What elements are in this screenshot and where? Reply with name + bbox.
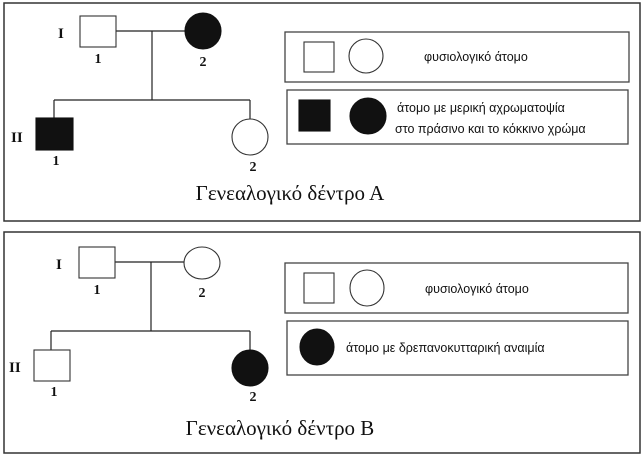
legend-normal-label: φυσιολογικό άτομο [425, 282, 529, 296]
generation-label-ii: II [11, 130, 23, 146]
individual-number: 2 [199, 286, 206, 301]
pedigree-tree-a: I II 1 2 1 2 Γενεαλογικό δέντρο Α φυσιολ… [3, 2, 641, 222]
individual-number: 1 [94, 283, 101, 298]
legend-affected-box [286, 320, 629, 376]
legend-circle-normal-icon [349, 269, 385, 307]
individual-number: 2 [200, 55, 207, 70]
individual-number: 2 [250, 160, 257, 175]
legend-affected-box [286, 89, 629, 145]
legend-circle-normal-icon [348, 38, 384, 74]
individual-b-i2-female-normal [183, 246, 221, 280]
generation-label-i: I [58, 26, 64, 42]
individual-b-ii1-male-normal [33, 349, 71, 382]
tree-b-title: Γενεαλογικό δέντρο Β [186, 416, 375, 440]
individual-b-ii2-female-affected [231, 349, 269, 387]
individual-a-ii2-female-normal [231, 118, 269, 156]
individual-number: 1 [53, 154, 60, 169]
tree-a-title: Γενεαλογικό δέντρο Α [196, 181, 385, 205]
legend-a: φυσιολογικό άτομο άτομο με μερική αχρωμα… [284, 31, 630, 145]
legend-normal-label: φυσιολογικό άτομο [424, 50, 528, 64]
legend-normal-box [284, 262, 629, 314]
generation-label-i: I [56, 257, 62, 273]
individual-a-i2-female-affected [184, 12, 222, 50]
individual-number: 1 [95, 52, 102, 67]
individual-number: 1 [51, 385, 58, 400]
individual-a-i1-male-normal [79, 15, 117, 48]
legend-circle-affected-icon [349, 97, 387, 135]
legend-affected-label-line1: άτομο με μερική αχρωματοψία [397, 101, 565, 115]
legend-b: φυσιολογικό άτομο άτομο με δρεπανοκυτταρ… [284, 262, 629, 376]
legend-square-affected-icon [298, 99, 331, 132]
generation-label-ii: II [9, 360, 21, 376]
legend-affected-label: άτομο με δρεπανοκυτταρική αναιμία [346, 341, 545, 355]
tree-b-frame [3, 231, 641, 454]
tree-a-frame [3, 2, 641, 222]
individual-a-ii1-male-affected [35, 117, 74, 151]
individual-number: 2 [250, 390, 257, 405]
legend-affected-label-line2: στο πράσινο και το κόκκινο χρώμα [395, 122, 586, 136]
legend-normal-box [284, 31, 630, 83]
legend-circle-affected-icon [299, 328, 335, 366]
legend-square-normal-icon [303, 272, 335, 304]
legend-square-normal-icon [303, 41, 335, 73]
pedigree-tree-b: I II 1 2 1 2 Γενεαλογικό δέντρο Β φυσιολ… [3, 231, 641, 454]
individual-b-i1-male-normal [78, 246, 116, 279]
